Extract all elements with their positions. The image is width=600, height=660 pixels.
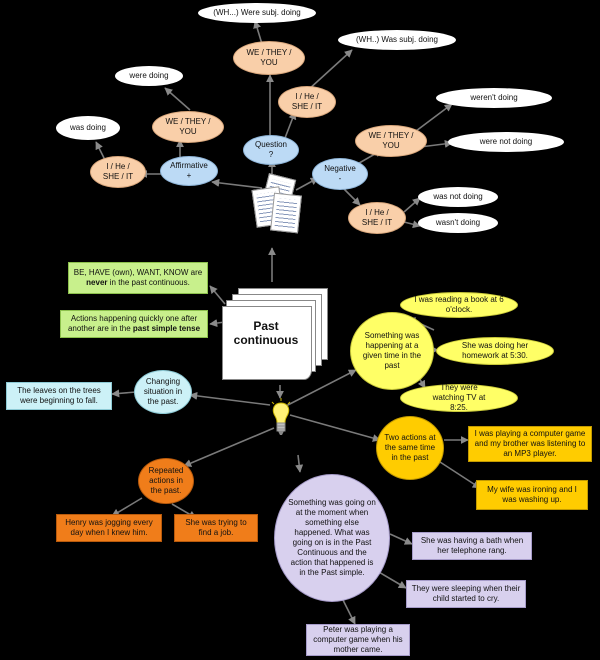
negative-wasnt: wasn't doing xyxy=(418,213,498,233)
given-time-example-3: They were watching TV at 8:25. xyxy=(400,384,518,412)
given-time-node: Something was happening at a given time … xyxy=(350,312,434,390)
affirmative-i-he-she-it: I / He / SHE / IT xyxy=(90,156,146,188)
negative-was-not: was not doing xyxy=(418,187,498,207)
affirmative-we-they-you: WE / THEY / YOU xyxy=(152,111,224,143)
negative-were-not: were not doing xyxy=(448,132,564,152)
affirmative-was-form: was doing xyxy=(56,116,120,140)
affirmative-were-form: were doing xyxy=(115,66,183,86)
center-title: Past continuous xyxy=(224,320,308,348)
repeated-actions-example-1: Henry was jogging every day when I knew … xyxy=(56,514,162,542)
negative-we-they-you: WE / THEY / YOU xyxy=(355,125,427,157)
document-stack-icon xyxy=(252,176,304,234)
interrupted-action-example-3: Peter was playing a computer game when h… xyxy=(306,624,410,656)
given-time-example-2: She was doing her homework at 5:30. xyxy=(436,337,554,365)
negative-i-he-she-it: I / He / SHE / IT xyxy=(348,202,406,234)
repeated-actions-node: Repeated actions in the past. xyxy=(138,458,194,504)
paper-stack-icon: Past continuous xyxy=(222,284,332,384)
changing-situation-example: The leaves on the trees were beginning t… xyxy=(6,382,112,410)
question-i-he-she-it: I / He / SHE / IT xyxy=(278,86,336,118)
question-was-form: (WH..) Was subj. doing xyxy=(338,30,456,50)
two-actions-example-1: I was playing a computer game and my bro… xyxy=(468,426,592,462)
question-were-form: (WH...) Were subj. doing xyxy=(198,3,316,23)
repeated-actions-example-2: She was trying to find a job. xyxy=(174,514,258,542)
interrupted-action-node: Something was going on at the moment whe… xyxy=(274,474,390,602)
question-node: Question ? xyxy=(243,135,299,165)
stative-verbs-note: BE, HAVE (own), WANT, KNOW are never in … xyxy=(68,262,208,294)
two-actions-node: Two actions at the same time in the past xyxy=(376,416,444,480)
quick-actions-note: Actions happening quickly one after anot… xyxy=(60,310,208,338)
affirmative-node: Affirmative + xyxy=(160,156,218,186)
question-we-they-you: WE / THEY / YOU xyxy=(233,41,305,75)
negative-werent: weren't doing xyxy=(436,88,552,108)
changing-situation-node: Changing situation in the past. xyxy=(134,370,192,414)
interrupted-action-example-1: She was having a bath when her telephone… xyxy=(412,532,532,560)
lightbulb-icon xyxy=(270,398,292,440)
two-actions-example-2: My wife was ironing and I was washing up… xyxy=(476,480,588,510)
negative-node: Negative - xyxy=(312,158,368,190)
given-time-example-1: I was reading a book at 6 o'clock. xyxy=(400,292,518,318)
interrupted-action-example-2: They were sleeping when their child star… xyxy=(406,580,526,608)
